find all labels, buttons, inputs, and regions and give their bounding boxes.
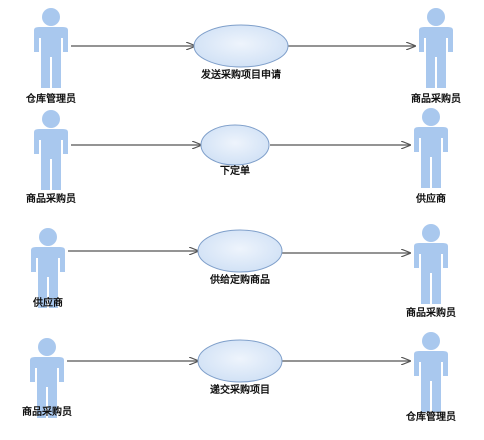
right-actor-label: 供应商 (415, 192, 446, 205)
left-actor-figure (34, 110, 68, 190)
actor-right-leg (437, 56, 446, 88)
left-actor-label: 商品采购员 (26, 192, 76, 205)
actor-head (422, 332, 440, 350)
left-actor-figure (34, 8, 68, 88)
actor-head (38, 338, 56, 356)
right-actor-label: 商品采购员 (411, 92, 461, 105)
right-actor-label: 商品采购员 (406, 306, 456, 319)
actor-right-leg (52, 158, 61, 190)
actor-left-leg (421, 380, 430, 412)
actor-right-leg (432, 272, 441, 304)
left-actor-figure (30, 338, 64, 418)
actor-left-leg (37, 386, 46, 418)
actor-body (31, 247, 65, 277)
actor-head (42, 110, 60, 128)
left-actor-label: 供应商 (32, 296, 63, 309)
use-case-ellipse (193, 24, 289, 68)
actor-head (427, 8, 445, 26)
actor-left-leg (421, 272, 430, 304)
actor-body (414, 351, 448, 381)
use-case-label: 发送采购项目申请 (200, 68, 281, 81)
actor-body (30, 357, 64, 387)
use-case-row: 商品采购员 仓库管理员 递交采购项目 (22, 332, 456, 423)
use-case-ellipse (200, 124, 270, 166)
right-actor-figure (414, 108, 448, 188)
actor-body (34, 27, 68, 57)
actor-right-leg (432, 380, 441, 412)
right-actor-figure (419, 8, 453, 88)
use-case-ellipse (197, 339, 283, 383)
actor-right-leg (49, 276, 58, 308)
actor-body (414, 127, 448, 157)
actor-head (422, 224, 440, 242)
use-case-row: 商品采购员 供应商 下定单 (26, 108, 448, 205)
actor-head (42, 8, 60, 26)
actor-right-leg (52, 56, 61, 88)
left-actor-figure (31, 228, 65, 308)
actor-left-leg (41, 158, 50, 190)
use-case-label: 递交采购项目 (210, 383, 270, 396)
actor-body (34, 129, 68, 159)
actor-body (414, 243, 448, 273)
use-case-label: 下定单 (220, 164, 250, 177)
right-actor-label: 仓库管理员 (405, 410, 456, 423)
right-actor-figure (414, 224, 448, 304)
right-actor-figure (414, 332, 448, 412)
actor-head (422, 108, 440, 126)
actor-left-leg (41, 56, 50, 88)
left-actor-label: 商品采购员 (22, 405, 72, 418)
use-case-row: 仓库管理员 商品采购员 发送采购项目申请 (25, 8, 461, 105)
actor-right-leg (432, 156, 441, 188)
actor-left-leg (38, 276, 47, 308)
actor-right-leg (48, 386, 57, 418)
actor-left-leg (421, 156, 430, 188)
use-case-label: 供给定购商品 (209, 273, 270, 286)
actor-head (39, 228, 57, 246)
left-actor-label: 仓库管理员 (25, 92, 76, 105)
use-case-ellipse (197, 229, 283, 273)
actor-left-leg (426, 56, 435, 88)
actor-body (419, 27, 453, 57)
